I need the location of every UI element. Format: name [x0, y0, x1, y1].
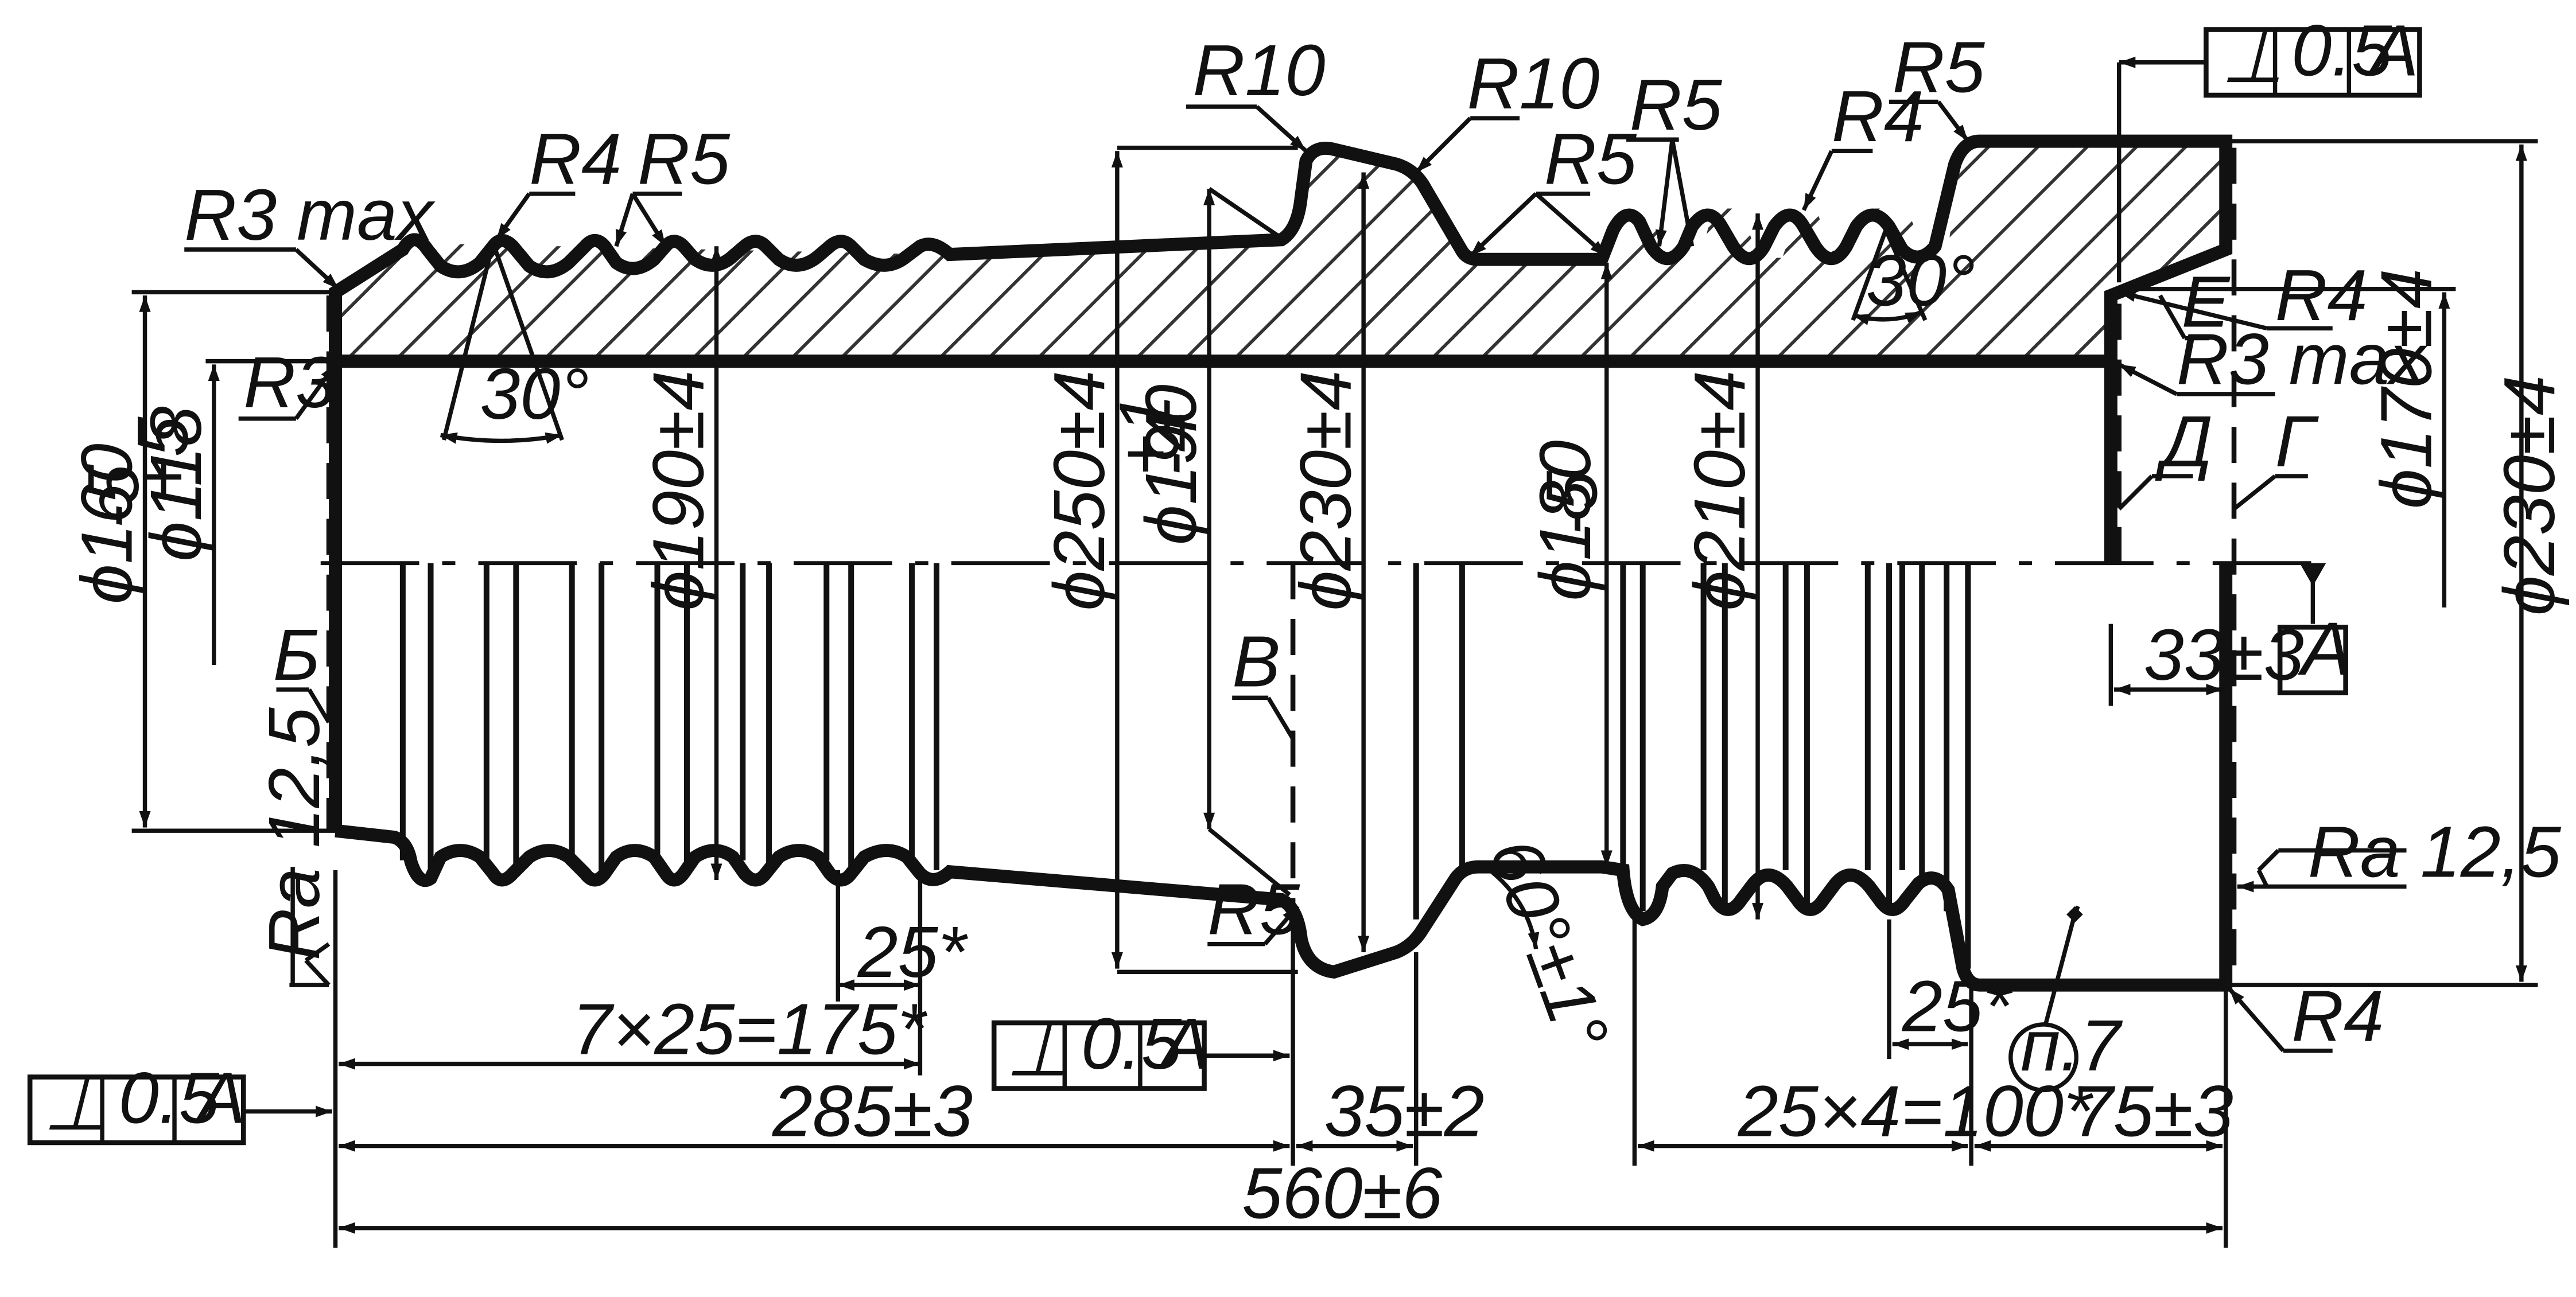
tolerance-frame-left: ⊥ 0.5 A: [27, 1058, 246, 1146]
label-len-75: 75±3: [2073, 1071, 2233, 1152]
datum-triangle-icon: [2299, 563, 2326, 586]
tolerance-value: 0.5: [2291, 10, 2392, 91]
label-roughness-left: Ra 12,5: [254, 707, 335, 960]
label-surface-d: Д: [2155, 401, 2213, 482]
tolerance-datum: A: [193, 1058, 246, 1139]
tolerance-symbol-icon: ⊥: [1005, 1010, 1069, 1091]
note-label: п.7: [2021, 1005, 2123, 1086]
tolerance-frame-middle: ⊥ 0.5 A: [991, 1003, 1210, 1091]
label-d250: ϕ250±4: [1039, 370, 1120, 610]
label-d190-groove: ϕ190±4: [638, 370, 719, 610]
label-r4-bottom: R4: [2291, 976, 2384, 1057]
length-labels: 25* 7×25=175* 285±3 35±2 25×4=100* 25* 7…: [572, 614, 2304, 1234]
label-r10-a: R10: [1193, 30, 1326, 111]
label-d180: ϕ180: [1525, 440, 1606, 601]
label-d230-right: ϕ230±4: [2489, 375, 2570, 616]
diameter-labels: ϕ160 -5 ϕ118 +5 ϕ190±4 ϕ250±4 ϕ190 +1 -4…: [67, 268, 2570, 616]
label-r4-flange: R4: [2275, 255, 2368, 336]
label-angle-right: 30°: [1866, 240, 1975, 321]
label-r5-mid: R5: [1544, 119, 1637, 200]
label-series-left: 7×25=175*: [572, 988, 928, 1069]
radius-labels: R3 max R4 R5 R10 R10 R5 R5 R4 R5 R3 R4 R…: [184, 26, 2427, 1056]
note-circle: [2008, 1022, 2078, 1093]
leader-lines: [184, 56, 2407, 1117]
note-dot-icon: [2066, 906, 2083, 923]
label-d170: ϕ170±4: [2365, 268, 2446, 509]
label-d190: ϕ190: [1130, 384, 1211, 545]
label-r5-top: R5: [1893, 26, 1986, 107]
label-r10-b: R10: [1467, 43, 1599, 124]
groove-lines: [399, 563, 1971, 969]
label-r3-left: R3: [243, 342, 336, 423]
label-r5-bottom: R5: [1207, 868, 1300, 949]
label-d160: ϕ160: [67, 443, 147, 604]
label-d180-tol: -5: [1532, 470, 1613, 535]
datum-label: A: [2297, 606, 2352, 691]
label-d118: ϕ118: [135, 406, 216, 562]
label-len-35: 35±2: [1324, 1071, 1484, 1152]
tolerance-symbol-icon: ⊥: [43, 1064, 106, 1145]
tolerance-datum: A: [2367, 10, 2419, 91]
label-series-right: 25×4=100*: [1738, 1071, 2094, 1152]
label-pitch-left: 25*: [857, 912, 969, 992]
label-d210: ϕ210±4: [1679, 370, 1760, 610]
label-roughness-right: Ra 12,5: [2308, 811, 2562, 892]
label-angle-left: 30°: [480, 353, 589, 434]
label-surface-e: Е: [2181, 262, 2231, 342]
top-profile-outline: [329, 134, 2233, 368]
label-pitch-right: 25*: [1902, 965, 2013, 1046]
tolerance-value: 0.5: [119, 1058, 220, 1139]
label-r4-left: R4: [529, 119, 621, 200]
label-len-33: 33±3: [2144, 614, 2304, 695]
roughness-labels: Ra 12,5 Ra 12,5: [254, 707, 2562, 960]
tolerance-value: 0.5: [1081, 1003, 1182, 1084]
tolerance-frame-top: ⊥ 0.5 A: [2204, 10, 2422, 98]
label-r5-groove: R5: [1630, 64, 1723, 145]
label-d118-tol: +5: [122, 416, 203, 500]
datum-frame: [2277, 625, 2348, 696]
label-surface-v: В: [1232, 621, 1280, 702]
label-r3max-left: R3 max: [184, 174, 436, 255]
label-d230-mid: ϕ230±4: [1285, 370, 1366, 610]
label-overall: 560±6: [1242, 1153, 1443, 1234]
tolerance-symbol-icon: ⊥: [2221, 17, 2284, 98]
label-d190-tol-upper: +1: [1104, 394, 1185, 476]
surface-labels: Б В Г Д Е: [273, 262, 2319, 702]
label-r5-left: R5: [638, 119, 731, 200]
label-surface-g: Г: [2275, 401, 2319, 482]
label-d160-tol: -5: [73, 464, 154, 529]
label-surface-b: Б: [273, 614, 320, 695]
label-d190-tol-lower: -4: [1130, 412, 1211, 476]
label-r4-right: R4: [1832, 76, 1924, 157]
dimension-lines: [131, 139, 2538, 1248]
label-r3max-right: R3 max: [2177, 319, 2428, 400]
tolerance-datum: A: [1157, 1003, 1210, 1084]
label-len-285: 285±3: [772, 1071, 973, 1152]
